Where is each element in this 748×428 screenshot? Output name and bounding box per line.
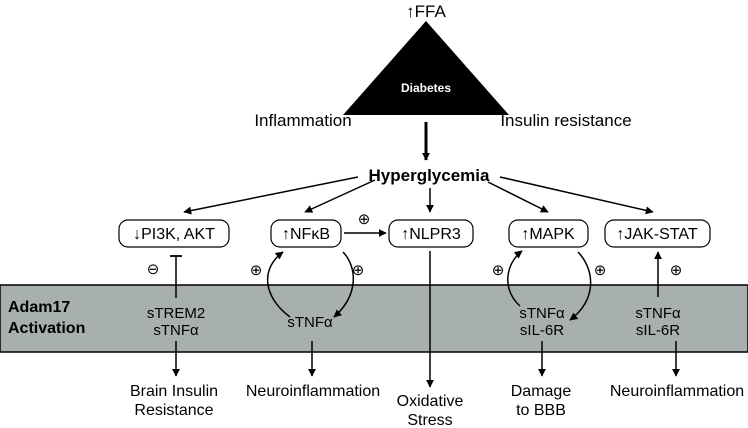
- adam17-label: Adam17: [8, 299, 70, 316]
- label-mapk: ↑MAPK: [521, 226, 575, 243]
- box-nfkb: [270, 219, 342, 248]
- hyperglycemia-label: Hyperglycemia: [369, 166, 490, 185]
- inflammation-label: Inflammation: [254, 111, 351, 130]
- arrow-to-nfkb: [304, 179, 376, 213]
- arrow-to-mapk: [487, 181, 549, 213]
- outcome3-line2: Stress: [407, 412, 452, 428]
- arrow-to-jakstat: [499, 176, 654, 215]
- label-nlpr3: ↑NLPR3: [401, 226, 461, 243]
- outcome1-line2: Resistance: [134, 402, 213, 419]
- box-nlpr3: [388, 219, 474, 248]
- loop-nfkb-to-stnfa: [333, 251, 354, 318]
- label-jakstat: ↑JAK-STAT: [616, 226, 697, 243]
- col1-line1: sTREM2: [147, 305, 205, 322]
- adam17-band: [0, 284, 748, 353]
- loop-mapk-to-stnfa: [569, 251, 592, 321]
- box-pi3k: [118, 219, 230, 248]
- plus-sign-nfkb-left: ⊕: [250, 262, 263, 279]
- diabetes-label: Diabetes: [401, 81, 451, 95]
- outcome4-line2: to BBB: [516, 402, 566, 419]
- diabetes-triangle: [343, 21, 509, 115]
- outcome1-line1: Brain Insulin: [130, 383, 218, 400]
- col5-line1: sTNFα: [635, 305, 681, 322]
- outcome3-line1: Oxidative: [397, 393, 464, 410]
- label-pi3k: ↓PI3K, AKT: [133, 226, 215, 243]
- loop-stnfa-to-nfkb: [267, 251, 291, 318]
- outcome2-line1: Neuroinflammation: [246, 383, 380, 400]
- minus-sign-pi3k: ⊖: [147, 261, 160, 278]
- insulin-resistance-label: Insulin resistance: [500, 111, 631, 130]
- outcome4-line1: Damage: [511, 383, 572, 400]
- col2-line1: sTNFα: [287, 314, 333, 331]
- col1-line2: sTNFα: [153, 322, 199, 339]
- arrow-to-pi3k: [183, 176, 359, 215]
- plus-sign-nfkb-right: ⊕: [352, 262, 365, 279]
- col5-line2: sIL-6R: [636, 322, 680, 339]
- loop-stnfa-to-mapk: [507, 250, 523, 307]
- label-nfkb: ↑NFκB: [282, 226, 330, 243]
- col4-line2: sIL-6R: [520, 322, 564, 339]
- ffa-label: ↑FFA: [406, 2, 446, 21]
- plus-sign-mapk-right: ⊕: [594, 262, 607, 279]
- outcome5-line1: Neuroinflammation: [610, 383, 744, 400]
- plus-sign-jakstat: ⊕: [670, 262, 683, 279]
- col4-line1: sTNFα: [519, 305, 565, 322]
- activation-label: Activation: [8, 320, 85, 337]
- plus-sign-nfkb-nlpr3: ⊕: [358, 211, 371, 228]
- plus-sign-mapk-left: ⊕: [492, 262, 505, 279]
- box-jakstat: [604, 219, 711, 248]
- box-mapk: [508, 219, 589, 248]
